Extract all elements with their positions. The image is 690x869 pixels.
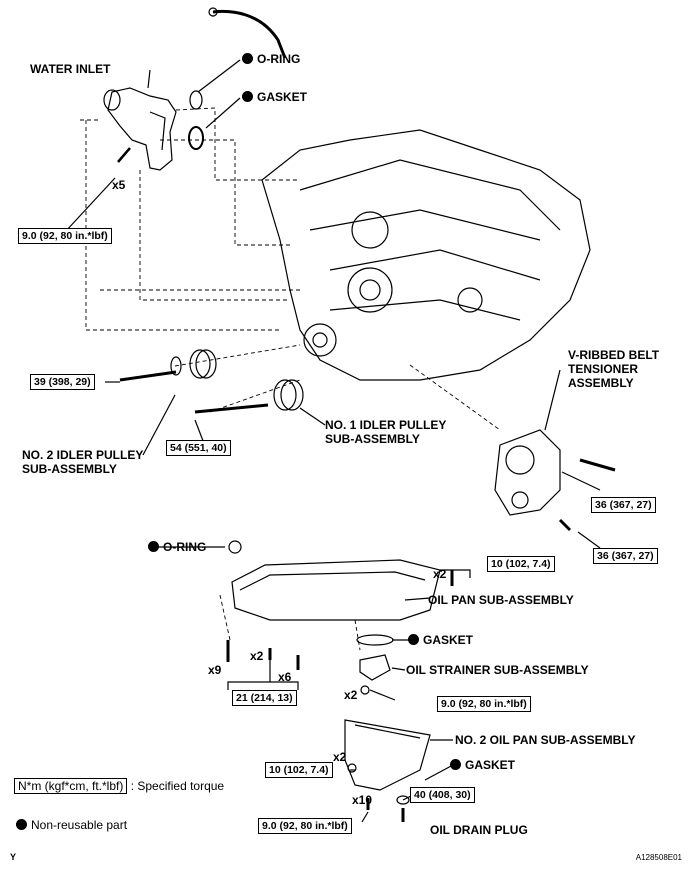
torque-9-no2-pan: 9.0 (92, 80 in.*lbf) [258, 818, 352, 834]
nonreusable-dot-icon [242, 91, 253, 102]
torque-54: 54 (551, 40) [166, 440, 231, 456]
torque-40: 40 (408, 30) [410, 787, 475, 803]
nonreusable-dot-icon [16, 819, 27, 830]
corner-mark-left: Y [10, 852, 17, 862]
torque-10-b: 10 (102, 7.4) [265, 762, 333, 778]
label-no1-idler-pulley: NO. 1 IDLER PULLEY SUB-ASSEMBLY [325, 418, 447, 446]
nonreusable-dot-icon [242, 53, 253, 64]
gasket-top-text: GASKET [257, 90, 308, 104]
torque-36-a: 36 (367, 27) [591, 497, 656, 513]
label-gasket-mid: GASKET [408, 633, 473, 647]
label-o-ring-mid: O-RING [148, 540, 206, 554]
legend-torque: N*m (kgf*cm, ft.*lbf) : Specified torque [14, 778, 225, 794]
label-no2-oil-pan: NO. 2 OIL PAN SUB-ASSEMBLY [455, 733, 636, 747]
qty-x6: x6 [278, 670, 292, 684]
qty-x2-b: x2 [250, 649, 264, 663]
nonreusable-dot-icon [148, 541, 159, 552]
label-gasket-top: GASKET [242, 90, 307, 104]
legend-nonreusable: Non-reusable part [16, 818, 127, 832]
label-water-inlet: WATER INLET [30, 62, 111, 76]
nonreusable-dot-icon [408, 634, 419, 645]
legend-torque-text: : Specified torque [130, 779, 225, 793]
torque-36-b: 36 (367, 27) [593, 548, 658, 564]
qty-x10: x10 [352, 793, 373, 807]
qty-x2-pan: x2 [433, 567, 447, 581]
gasket-bottom-text: GASKET [465, 758, 516, 772]
qty-x2-no2: x2 [333, 750, 347, 764]
gasket-mid-text: GASKET [423, 633, 474, 647]
label-oil-strainer: OIL STRAINER SUB-ASSEMBLY [406, 663, 589, 677]
qty-x2-strainer: x2 [344, 688, 358, 702]
nonreusable-dot-icon [450, 759, 461, 770]
torque-21: 21 (214, 13) [232, 690, 297, 706]
label-oil-drain-plug: OIL DRAIN PLUG [430, 823, 528, 837]
torque-39: 39 (398, 29) [30, 374, 95, 390]
label-o-ring-top: O-RING [242, 52, 300, 66]
qty-x9: x9 [208, 663, 222, 677]
qty-x5: x5 [112, 178, 126, 192]
o-ring-mid-text: O-RING [163, 540, 207, 554]
label-no2-idler-pulley: NO. 2 IDLER PULLEY SUB-ASSEMBLY [22, 448, 144, 476]
label-oil-pan: OIL PAN SUB-ASSEMBLY [428, 593, 574, 607]
label-gasket-bottom: GASKET [450, 758, 515, 772]
legend-nonreusable-text: Non-reusable part [31, 818, 128, 832]
legend-torque-box: N*m (kgf*cm, ft.*lbf) [14, 778, 128, 794]
torque-water-inlet: 9.0 (92, 80 in.*lbf) [18, 228, 112, 244]
torque-10-a: 10 (102, 7.4) [487, 556, 555, 572]
torque-9-strainer: 9.0 (92, 80 in.*lbf) [437, 696, 531, 712]
o-ring-top-text: O-RING [257, 52, 301, 66]
label-v-ribbed-belt-tensioner: V-RIBBED BELT TENSIONER ASSEMBLY [568, 348, 660, 390]
figure-id: A128508E01 [635, 853, 682, 862]
